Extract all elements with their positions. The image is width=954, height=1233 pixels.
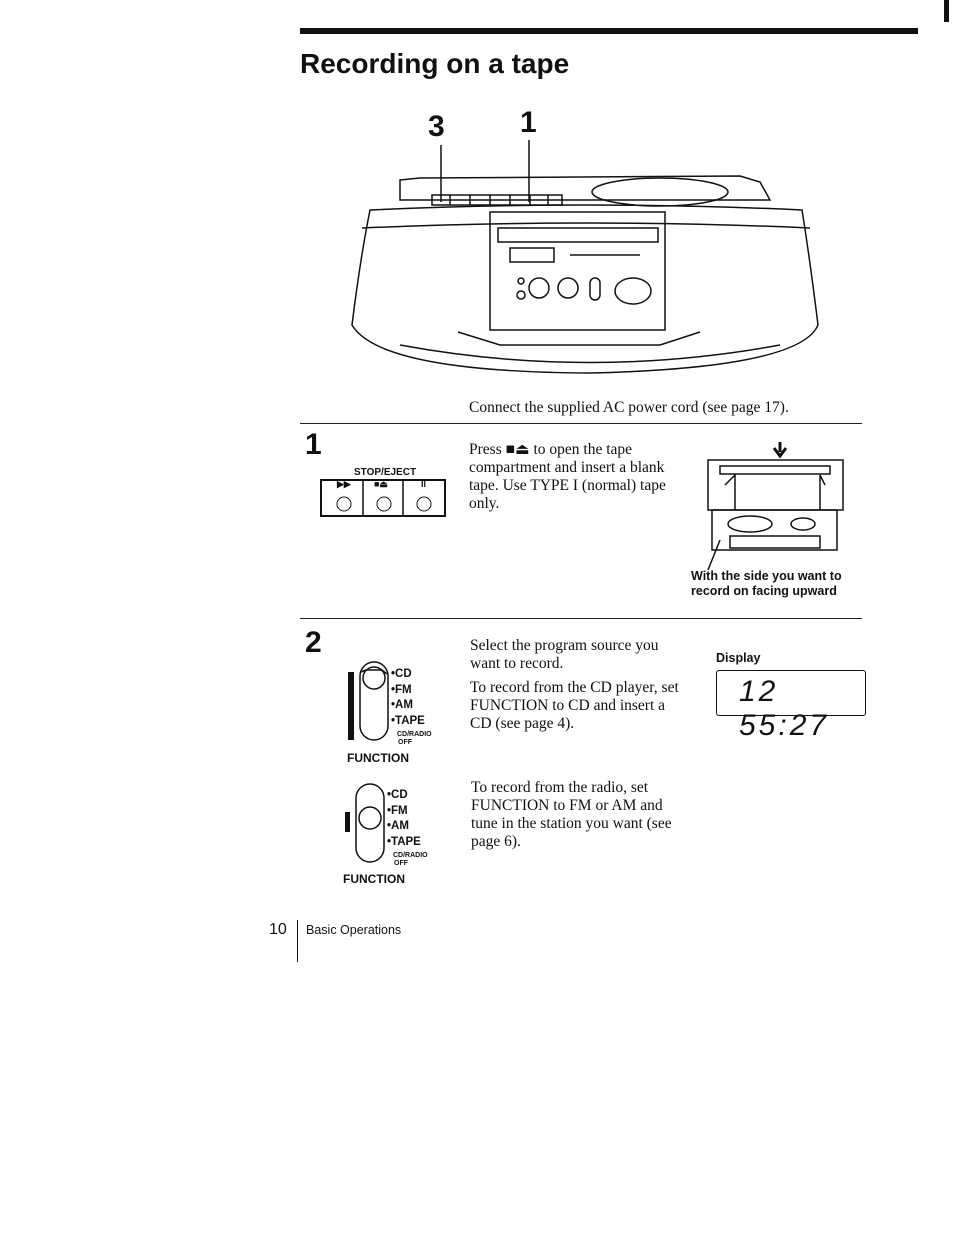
function-options-2: •CD •FM •AM •TAPE	[387, 789, 421, 848]
boombox-illustration	[351, 140, 819, 374]
function-sub-2: CD/RADIO OFF	[393, 852, 428, 867]
stop-eject-symbol: ■⏏	[374, 479, 388, 489]
cassette-insert-illustration	[707, 442, 844, 570]
display-readout: 12 55:27	[739, 675, 830, 742]
cassette-caption: With the side you want to record on faci…	[691, 569, 842, 598]
divider-1	[300, 423, 862, 424]
divider-2	[300, 618, 862, 619]
transport-buttons-diagram	[320, 479, 446, 517]
page-corner-mark	[944, 0, 949, 22]
function-label-1: FUNCTION	[347, 751, 409, 765]
footer-separator	[297, 920, 298, 962]
step-1-number: 1	[305, 428, 322, 461]
step-2-text-c: To record from the radio, set FUNCTION t…	[471, 779, 672, 850]
function-options-1: •CD •FM •AM •TAPE	[391, 668, 425, 727]
display-panel: 12 55:27	[716, 670, 866, 742]
function-label-2: FUNCTION	[343, 872, 405, 886]
callout-1: 1	[520, 106, 537, 139]
footer-section: Basic Operations	[306, 923, 402, 937]
pause-symbol: II	[421, 479, 427, 489]
step-2-text-a: Select the program source you want to re…	[470, 637, 659, 672]
title-rule	[300, 28, 918, 34]
display-label: Display	[716, 651, 761, 665]
function-switch-radio-icon	[345, 783, 385, 863]
function-sub-1: CD/RADIO OFF	[397, 731, 432, 746]
step-2-text-b: To record from the CD player, set FUNCTI…	[470, 679, 679, 732]
callout-3: 3	[428, 110, 445, 143]
stop-eject-label: STOP/EJECT	[354, 467, 417, 478]
page-title: Recording on a tape	[300, 48, 570, 79]
function-switch-cd-icon	[348, 661, 389, 741]
ff-symbol: ▶▶	[337, 479, 351, 489]
step-1-text: Press ■⏏ to open the tape compartment an…	[469, 441, 666, 512]
step-2-number: 2	[305, 626, 322, 659]
page-number: 10	[269, 921, 287, 938]
intro-text: Connect the supplied AC power cord (see …	[469, 399, 789, 416]
